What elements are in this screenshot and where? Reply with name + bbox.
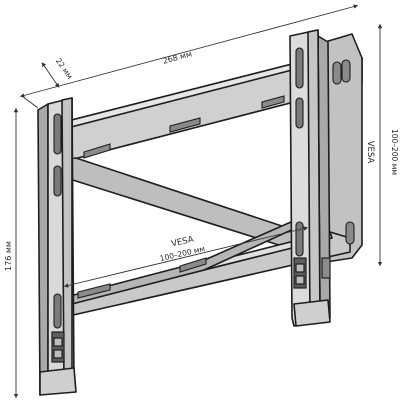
vesa-vertical-label: VESA	[365, 141, 375, 164]
width-extension-left	[21, 95, 39, 109]
width-dimension-line	[19, 4, 359, 98]
arm-slot	[295, 221, 304, 257]
wall-slot	[169, 117, 201, 133]
width-label: 268 мм	[162, 49, 193, 65]
arm-slot	[295, 97, 304, 129]
wall-slot	[332, 61, 342, 85]
left-latch-tab	[53, 337, 63, 347]
wall-slot	[83, 143, 111, 159]
arm-slot	[295, 47, 304, 89]
dimension-lines	[13, 4, 383, 399]
arm-slot	[53, 113, 62, 155]
wall-plate-brace	[57, 157, 301, 247]
vesa-horizontal-dimension-line	[63, 226, 309, 288]
right-arm-hook	[293, 299, 331, 327]
arm-slot	[53, 293, 62, 329]
wall-slot	[261, 95, 285, 109]
right-latch-tab	[295, 275, 305, 285]
right-latch-tab	[295, 263, 305, 273]
arm-slot	[53, 165, 62, 197]
left-arm-slots	[53, 113, 62, 329]
left-arm-side	[37, 103, 49, 396]
wall-slot	[345, 221, 355, 245]
depth-dimension-line	[41, 62, 60, 88]
depth-label: 22 мм	[54, 56, 75, 80]
right-arm-flange	[307, 29, 321, 325]
left-arm-hook	[39, 367, 77, 396]
wall-slot	[341, 59, 351, 83]
left-safety-latch	[51, 331, 65, 363]
vesa-horizontal-label: VESA	[170, 235, 194, 250]
height-label: 176 мм	[4, 241, 13, 271]
vesa-vertical-range: 100–200 мм	[390, 129, 399, 175]
left-latch-tab	[53, 349, 63, 359]
right-latch-clip	[321, 257, 331, 279]
